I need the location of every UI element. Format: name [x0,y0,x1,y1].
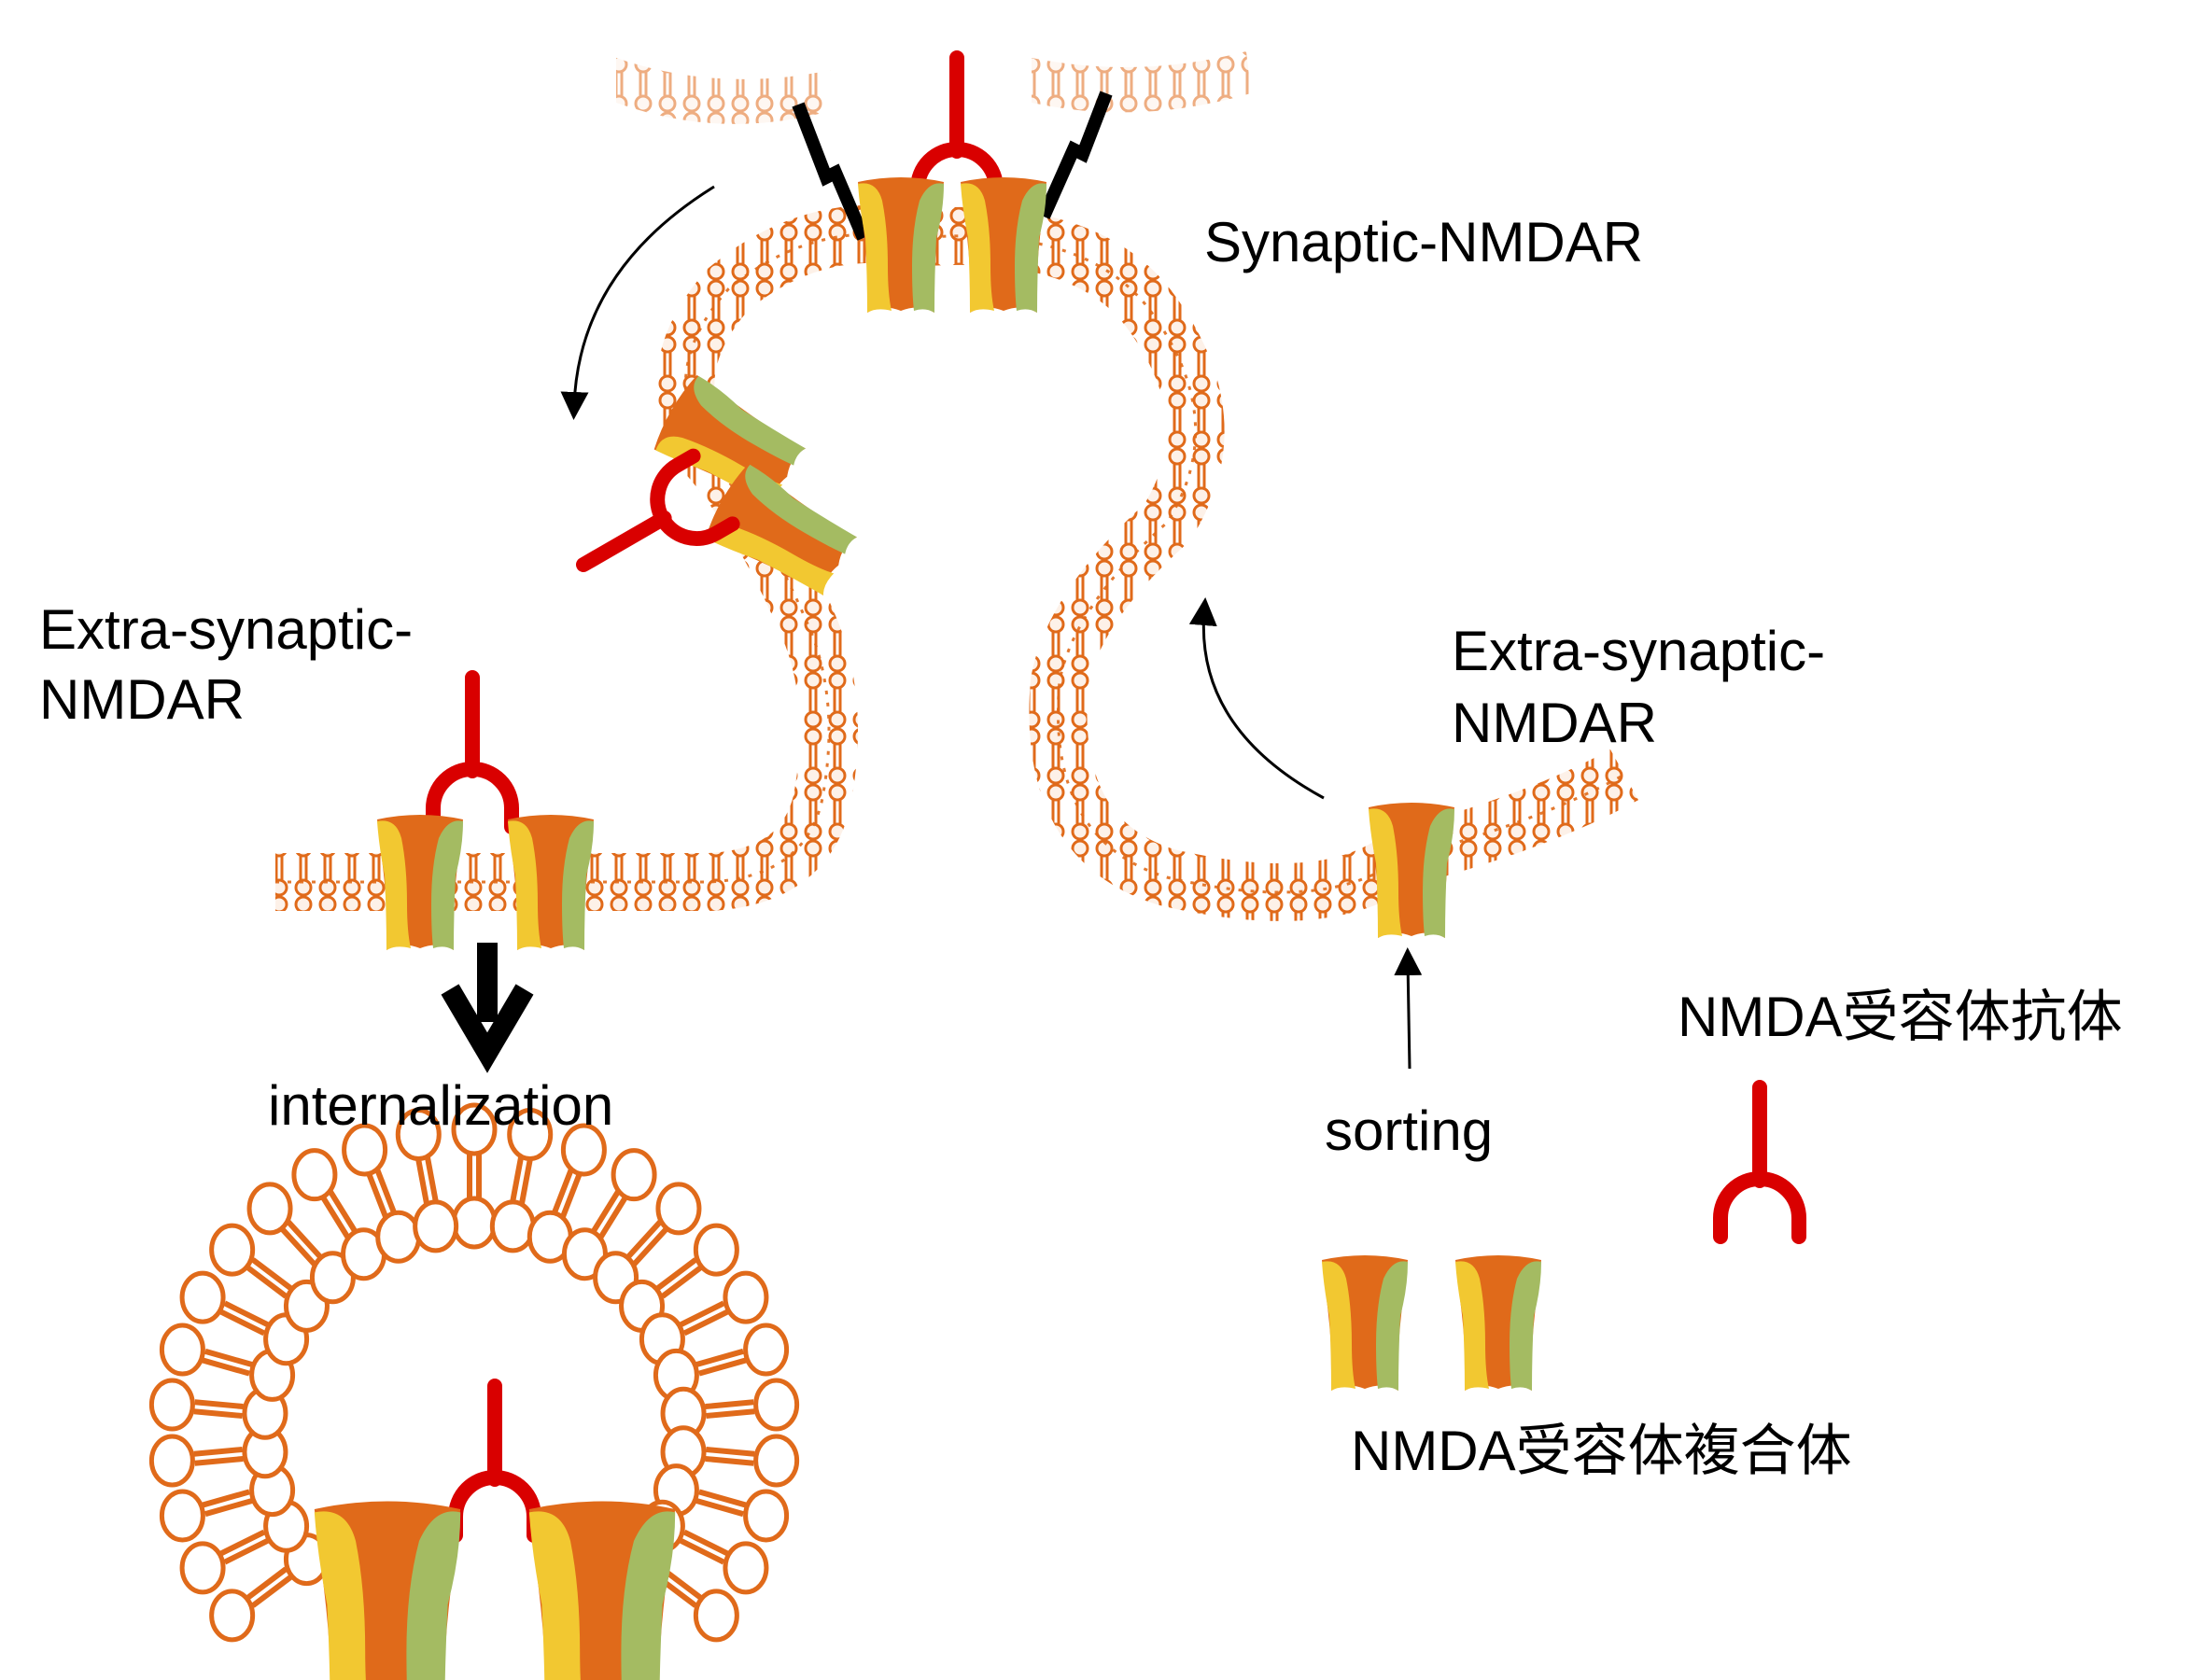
synaptic-connector-right [1037,91,1113,219]
legend-receptor-icon-2 [1455,1255,1541,1391]
vesicle-lipid [660,1425,800,1488]
legend-antibody-icon [1720,1087,1799,1237]
vesicle-lipid [159,1463,296,1543]
label-legend-antibody: NMDA受容体抗体 [1678,986,2123,1048]
antibody-extrasynaptic [433,678,512,827]
synaptic-connector-left [792,102,870,241]
vesicle-lipid [148,1378,288,1440]
recycling-arrow [1188,597,1325,800]
legend-receptor-icon-1 [1322,1255,1408,1391]
label-extrasynaptic-right-1: Extra-synaptic- [1452,620,1825,682]
receptor-internalized-2 [528,1501,676,1680]
postsynaptic-membrane [275,204,1639,921]
receptor-extrasynaptic-2 [508,815,594,950]
receptor-synaptic-2 [961,177,1046,313]
vesicle-lipid [660,1378,800,1440]
vesicle-lipid [451,1102,498,1250]
presynaptic-membrane-left [616,58,831,124]
presynaptic-membrane-right [1032,51,1251,113]
endosome-vesicle [148,1102,800,1643]
receptor-internalized-1 [314,1501,461,1680]
label-internalization: internalization [268,1074,613,1137]
vesicle-lipid [527,1123,607,1264]
antibody-internalized [456,1386,534,1535]
sorting-arrow [1394,947,1423,1070]
vesicle-lipid [342,1123,422,1264]
internalization-arrow [441,943,534,1073]
label-legend-receptor: NMDA受容体複合体 [1351,1420,1852,1482]
label-synaptic-nmdar: Synaptic-NMDAR [1204,211,1643,273]
vesicle-lipid [395,1108,459,1253]
receptor-extrasynaptic-1 [377,815,463,950]
lateral-diffusion-arrow [560,185,715,420]
receptor-synaptic-1 [858,177,944,313]
receptor-extrasynaptic-right [1369,803,1454,938]
label-sorting: sorting [1325,1099,1493,1162]
label-extrasynaptic-left-1: Extra-synaptic- [39,598,413,661]
vesicle-lipid [653,1463,790,1543]
vesicle-lipid [619,1223,739,1333]
label-extrasynaptic-right-2: NMDAR [1452,692,1657,754]
label-extrasynaptic-left-2: NMDAR [39,668,245,731]
